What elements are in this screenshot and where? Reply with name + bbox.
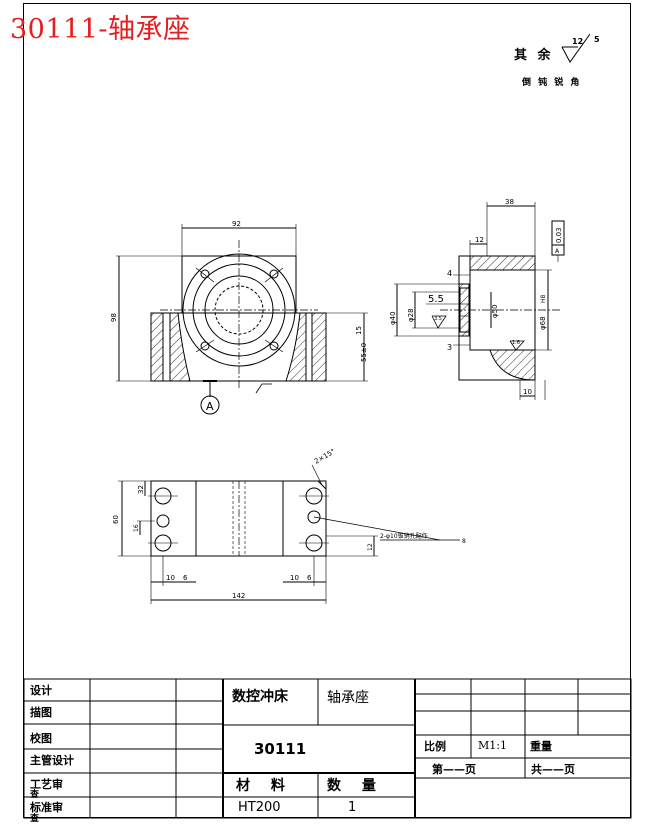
dim-center-height: 55±0 (360, 343, 368, 362)
tb-standard-label: 标准审 (30, 801, 63, 814)
dim-chamfer: 2×15° (313, 447, 337, 465)
tb-total: 共——页 (531, 763, 575, 776)
tb-sheet: 第——页 (432, 763, 476, 776)
dim-side-3: 3 (447, 343, 452, 352)
dim-plan-142: 142 (232, 592, 245, 600)
tb-part-name: 轴承座 (327, 690, 369, 706)
tb-weight-label: 重量 (530, 740, 552, 753)
front-view (116, 224, 368, 415)
tol-datum: A (555, 248, 560, 255)
tb-dept: 数控冲床 (232, 689, 288, 705)
dim-dia-50: φ50 (491, 304, 499, 318)
tb-qty-label: 数 量 (327, 778, 384, 794)
dim-plan-10b: 10 (290, 574, 299, 582)
dim-plan-16: 16 (133, 524, 140, 532)
tb-design-label: 设计 (30, 684, 52, 697)
side-section-view (394, 202, 565, 400)
tb-material-value: HT200 (238, 800, 281, 815)
roughness-symbol (561, 33, 591, 63)
roughness-35: 3.5 (434, 316, 442, 322)
tb-scale-value: M1:1 (478, 739, 507, 752)
dim-top-width: 92 (232, 220, 241, 228)
roughness-exp: 5 (594, 35, 600, 44)
dim-dia-28: φ28 (407, 308, 415, 322)
dim-plan-12: 12 (367, 543, 374, 551)
tb-material-label: 材 料 (236, 778, 293, 794)
datum-circle-label: A (206, 400, 214, 413)
dim-side-4: 4 (447, 269, 452, 278)
title-block-grid (23, 678, 632, 819)
tb-chief-label: 主管设计 (30, 754, 74, 767)
roughness-value: 12 (572, 37, 583, 46)
dim-height-right: 15 (355, 326, 363, 335)
hole-note-8: 8 (462, 538, 466, 545)
dim-plan-32: 32 (137, 485, 145, 494)
dim-len-55: 5.5 (428, 294, 444, 305)
dim-plan-60: 60 (112, 515, 120, 524)
tb-qty-value: 1 (348, 800, 357, 815)
tb-drawing-no: 30111 (254, 740, 307, 758)
dim-tol-fit: H8 (540, 294, 547, 303)
dim-dia-40: φ40 (389, 311, 397, 325)
dim-plan-10a: 10 (166, 574, 175, 582)
dim-plan-6a: 6 (183, 574, 188, 582)
surface-finish-label: 其 余 (514, 48, 554, 63)
dim-side-10: 10 (523, 388, 532, 396)
plan-view (118, 464, 460, 604)
roughness-16: 1.6 (512, 340, 520, 346)
tb-check-label: 校图 (30, 732, 52, 745)
tb-process-label-2: 查 (30, 790, 40, 800)
tb-scale-label: 比例 (424, 740, 446, 753)
dim-side-width: 38 (505, 198, 514, 206)
hole-note: 2-φ10锥销孔配作 (380, 532, 428, 540)
tb-process-label: 工艺审 (30, 778, 63, 791)
tol-value: 0.03 (555, 227, 563, 243)
dim-plan-6b: 6 (307, 574, 312, 582)
tb-standard-label-2: 查 (30, 814, 40, 824)
dim-dia-68: φ68 (539, 316, 547, 330)
drawing-title: 30111-轴承座 (10, 14, 191, 45)
dim-side-12: 12 (475, 236, 484, 244)
dim-height-left: 98 (110, 313, 118, 322)
tb-trace-label: 描图 (30, 706, 52, 719)
surface-finish-note: 倒 钝 锐 角 (522, 78, 582, 88)
